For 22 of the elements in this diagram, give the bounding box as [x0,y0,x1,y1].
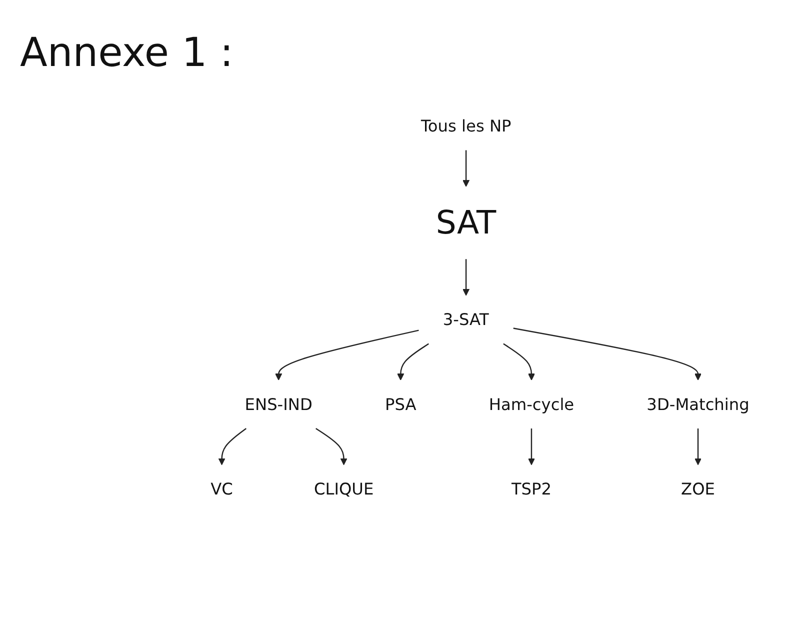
node-text: SAT [436,204,496,242]
arrow [397,343,429,380]
node-text: Ham-cycle [488,394,574,414]
arrow [503,343,536,380]
arrow [462,150,470,187]
arrow [275,330,419,380]
node-text: 3D-Matching [646,394,750,414]
arrow [694,428,702,466]
node-text: TSP2 [511,479,552,499]
arrow [316,428,348,466]
diagram-title: Annexe 1 : [20,30,234,76]
node-text: PSA [384,394,416,414]
arrow [528,428,536,466]
node-text: 3-SAT [442,310,490,330]
arrow [218,428,246,466]
node-text: VC [210,479,233,499]
node-text: Tous les NP [420,116,512,136]
node-text: ZOE [681,479,715,499]
node-text: CLIQUE [314,479,374,499]
arrow [462,259,470,296]
node-text: ENS-IND [244,394,312,414]
arrow [513,328,702,380]
